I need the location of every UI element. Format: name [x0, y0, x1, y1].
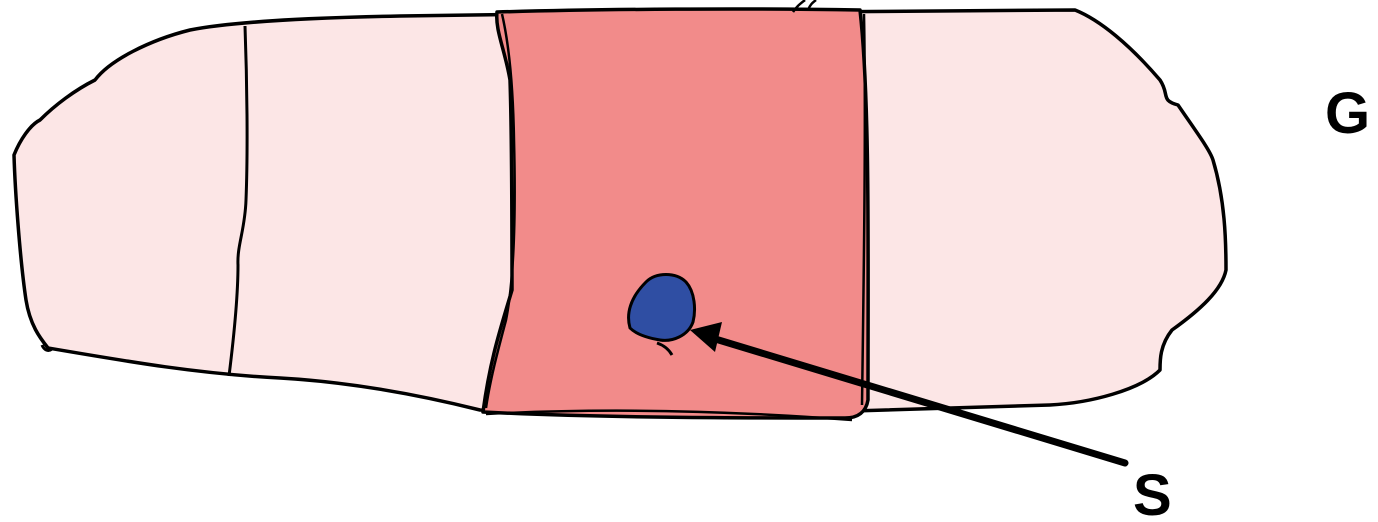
highlighted-region: [483, 9, 868, 418]
figure-label: G: [1325, 81, 1370, 146]
callout-label: S: [1133, 463, 1172, 522]
